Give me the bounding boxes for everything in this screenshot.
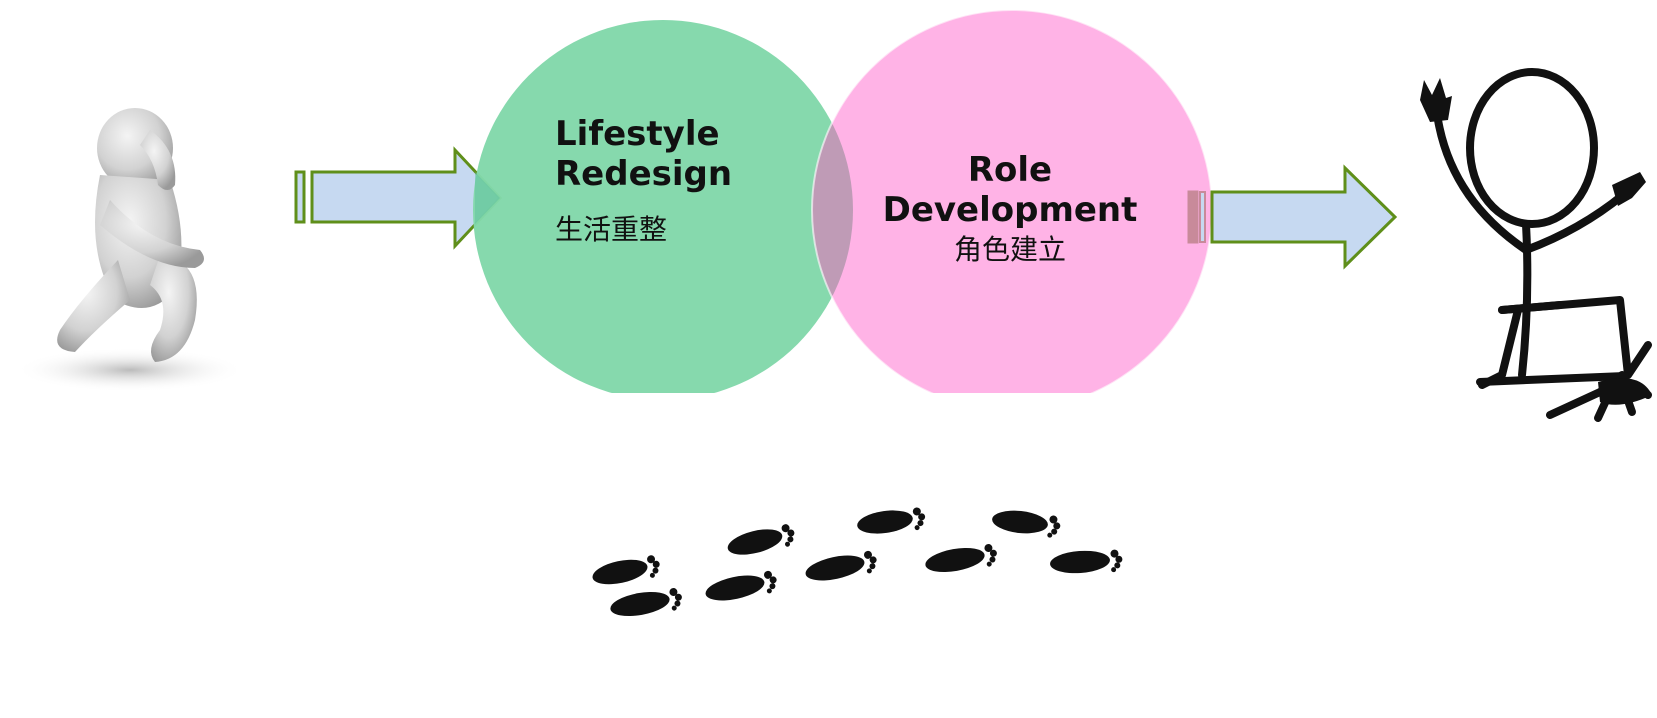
arrow-out-icon (1187, 164, 1398, 270)
role-development-title-line2: Development (882, 190, 1138, 230)
lifestyle-redesign-subtitle: 生活重整 (555, 213, 668, 246)
lifestyle-redesign-circle (473, 20, 853, 393)
raised-hands-icon (1420, 78, 1652, 405)
happy-stick-figure-icon (1434, 68, 1652, 422)
venn-diagram (473, 9, 1213, 393)
sad-person-figure-icon (15, 108, 245, 392)
role-development-circle (812, 10, 1212, 393)
lifestyle-redesign-title-line2: Redesign (555, 154, 733, 194)
footprints-icon (592, 507, 1123, 617)
role-development-title: Role Development (880, 150, 1140, 230)
arrow-in-icon (294, 146, 503, 250)
lifestyle-redesign-title-line1: Lifestyle (555, 114, 720, 154)
role-development-title-line1: Role (967, 150, 1053, 190)
lifestyle-redesign-title: Lifestyle Redesign (555, 114, 815, 194)
role-development-subtitle: 角色建立 (953, 233, 1066, 266)
